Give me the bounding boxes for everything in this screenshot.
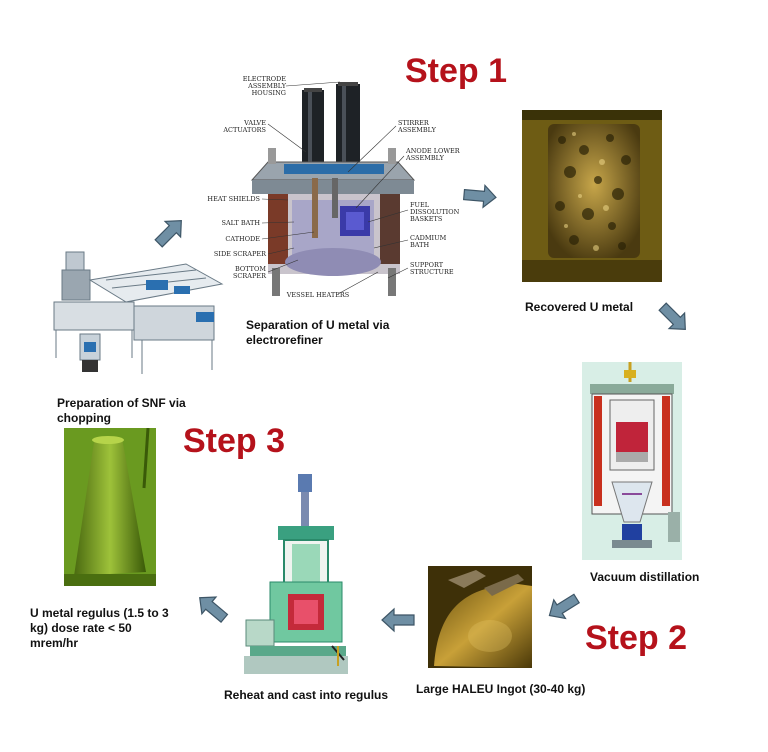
label-anode-lower-assembly: ANODE LOWER ASSEMBLY <box>406 147 460 162</box>
arrow-vacuum-to-ingot <box>543 588 583 626</box>
label-cadmium-bath: CADMIUM BATH <box>410 234 447 249</box>
arrow-ingot-to-reheat <box>381 608 415 632</box>
label-support-structure: SUPPORT STRUCTURE <box>410 261 454 276</box>
step-2-title: Step 2 <box>585 619 688 657</box>
snf-chopping-diagram <box>46 250 226 384</box>
recovered-u-metal-photo <box>522 110 662 282</box>
step-3-title: Step 3 <box>183 422 286 460</box>
arrow-chopping-to-electrorefiner <box>150 212 190 252</box>
label-electrode-housing: ELECTRODE ASSEMBLY HOUSING <box>242 75 286 97</box>
caption-vacuum-distillation: Vacuum distillation <box>590 570 700 584</box>
caption-u-metal-regulus: U metal regulus (1.5 to 3 kg) dose rate … <box>30 606 169 650</box>
caption-recovered-u-metal: Recovered U metal <box>525 300 634 314</box>
arrow-electrorefiner-to-recovered <box>462 183 498 209</box>
label-cathode: CATHODE <box>225 235 260 243</box>
caption-reheat-cast: Reheat and cast into regulus <box>224 688 389 702</box>
label-bottom-scraper: BOTTOM SCRAPER <box>232 265 266 280</box>
vacuum-distillation-diagram <box>582 362 682 560</box>
label-valve-actuators: VALVE ACTUATORS <box>223 119 266 134</box>
label-salt-bath: SALT BATH <box>221 219 260 227</box>
step-1-title: Step 1 <box>405 52 508 90</box>
label-side-scraper: SIDE SCRAPER <box>213 250 266 258</box>
label-fuel-dissolution-baskets: FUEL DISSOLUTION BASKETS <box>410 201 460 223</box>
arrow-recovered-to-vacuum <box>654 298 694 338</box>
label-vessel-heaters: VESSEL HEATERS <box>286 291 350 299</box>
electrorefiner-diagram: ELECTRODE ASSEMBLY HOUSING VALVE ACTUATO… <box>207 72 459 304</box>
label-stirrer-assembly: STIRRER ASSEMBLY <box>398 119 436 134</box>
caption-haleu-ingot: Large HALEU Ingot (30-40 kg) <box>416 682 586 696</box>
caption-electrorefiner: Separation of U metal via electrorefiner <box>246 318 390 347</box>
u-metal-regulus-photo <box>64 428 156 586</box>
haleu-ingot-photo <box>428 566 532 668</box>
caption-snf-chopping: Preparation of SNF via chopping <box>57 396 186 425</box>
label-heat-shields: HEAT SHIELDS <box>207 195 260 203</box>
reheat-cast-diagram <box>240 470 352 678</box>
arrow-reheat-to-regulus <box>192 588 232 628</box>
